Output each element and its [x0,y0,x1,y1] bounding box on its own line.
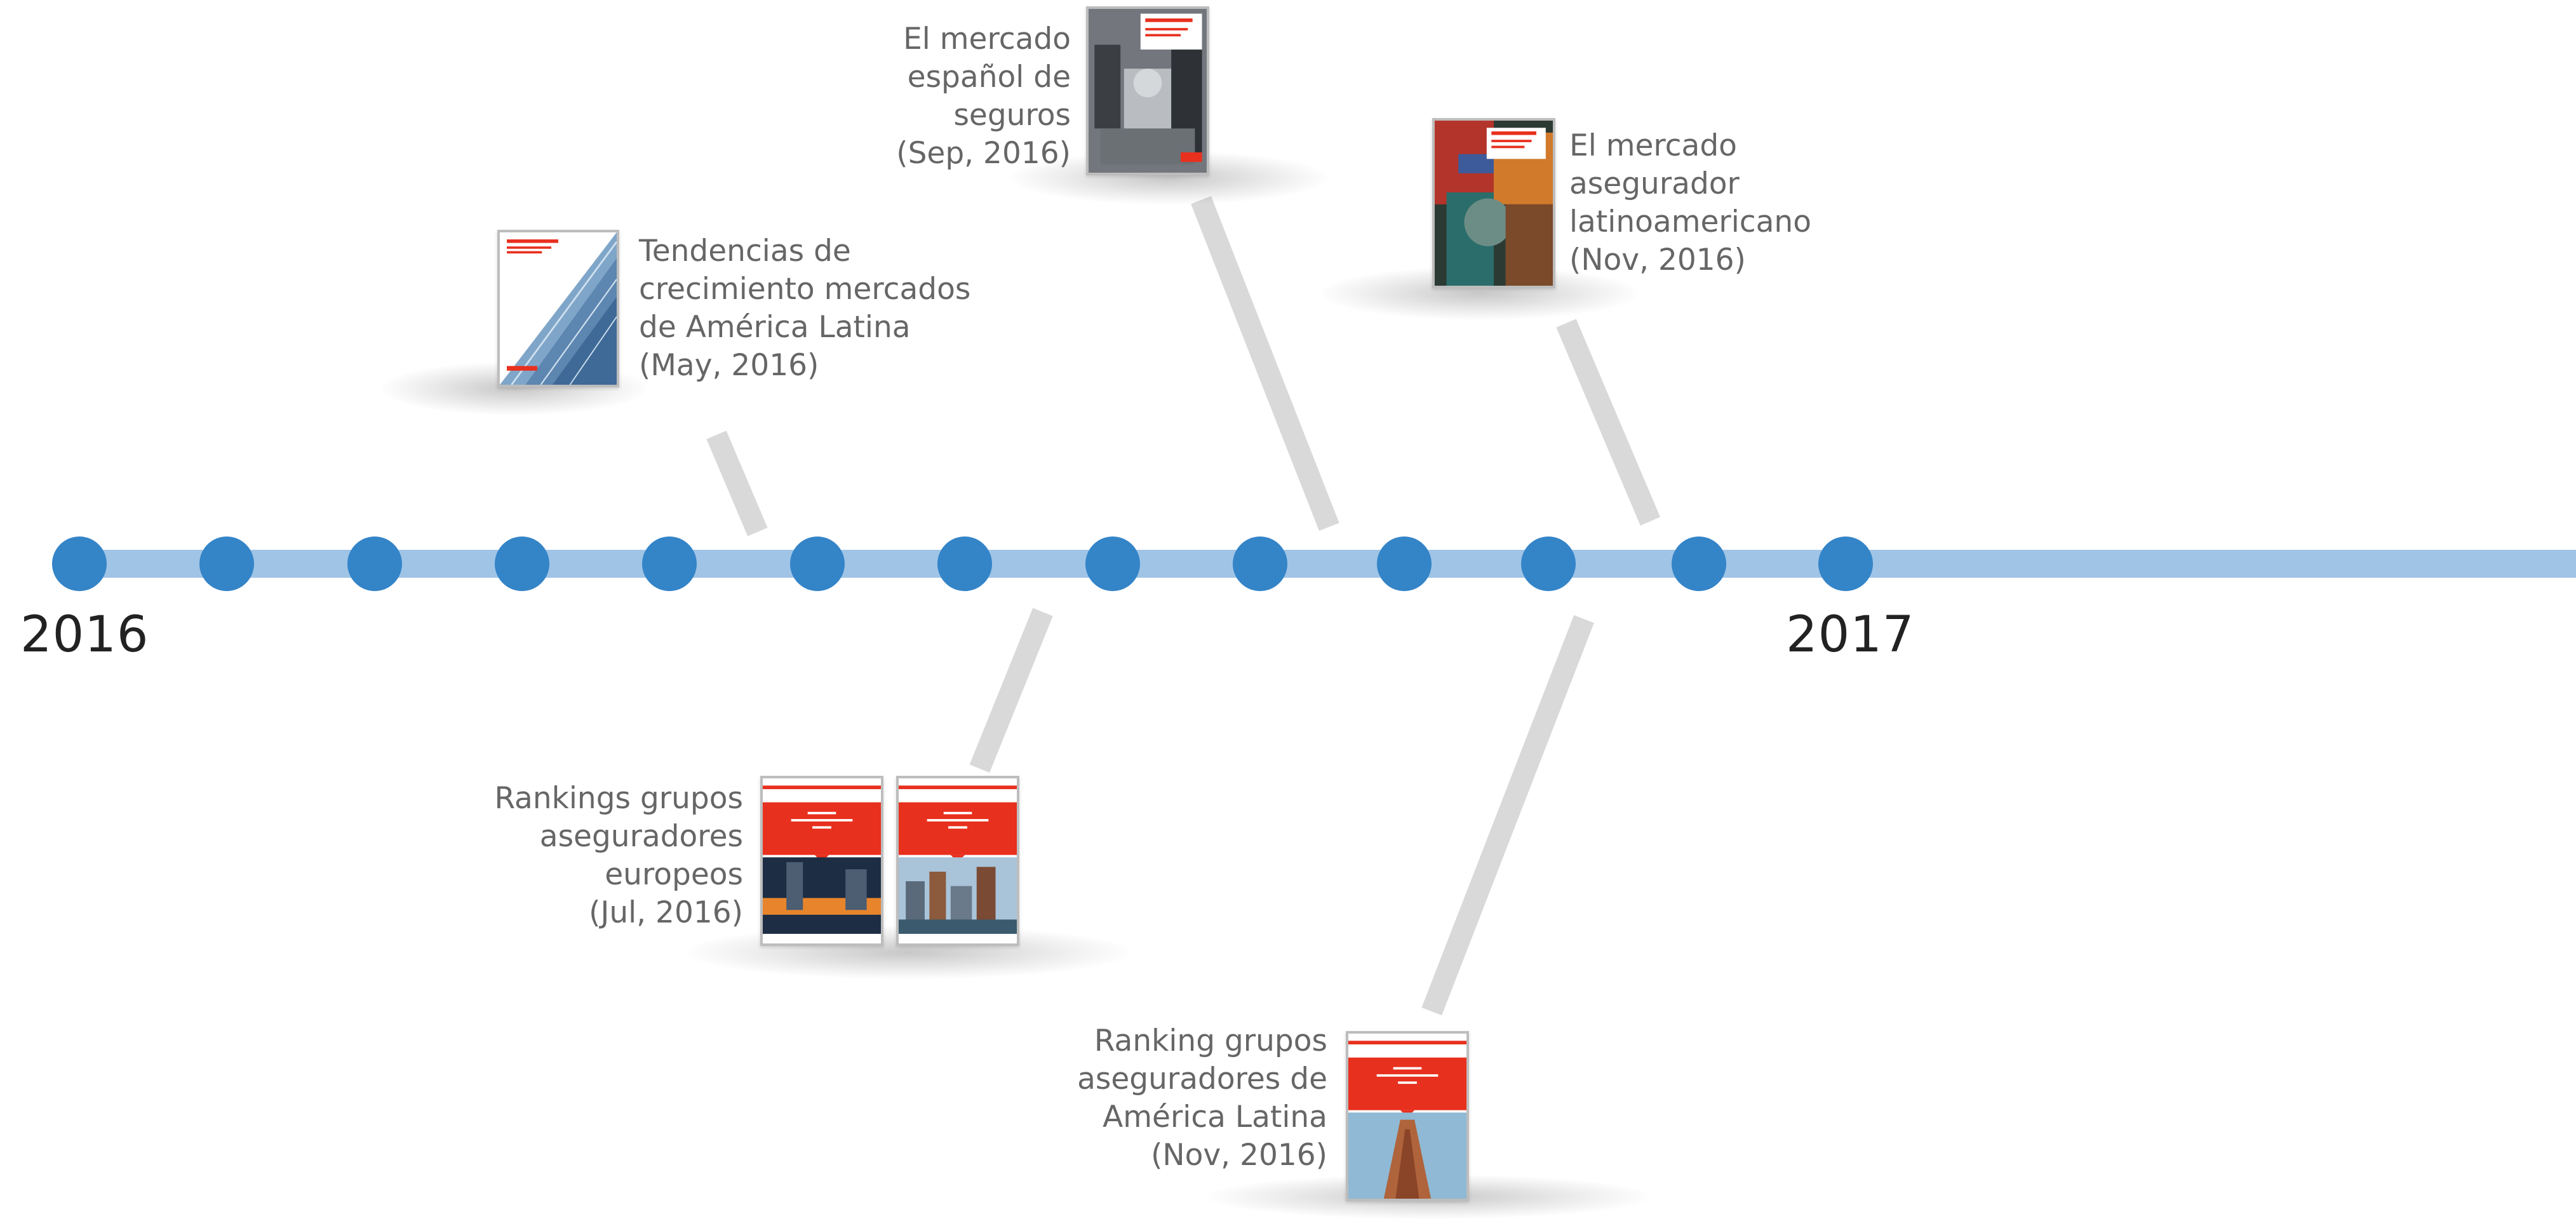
label-line: aseguradores [539,819,743,854]
timeline-dot-1 [52,536,107,591]
cover-latinoamericano[interactable] [1432,118,1555,288]
label-line: El mercado [1569,128,1737,163]
connector-mercado-espanol [1191,196,1339,531]
label-rankings-europeos: Rankings grupos aseguradores europeos (J… [445,780,743,932]
label-ranking-latam: Ranking grupos aseguradores de América L… [1016,1022,1327,1175]
cover-rankings-europeos-2[interactable] [896,776,1019,946]
timeline-dot-12 [1672,536,1726,591]
timeline-dot-8 [1085,536,1140,591]
label-line: América Latina [1103,1100,1327,1135]
label-line: español de [907,60,1071,95]
timeline-dot-10 [1377,536,1432,591]
label-line: Rankings grupos [494,781,743,816]
timeline-dot-9 [1233,536,1287,591]
label-tendencias: Tendencias de crecimiento mercados de Am… [639,232,970,385]
label-line: asegurador [1569,166,1740,201]
label-line: europeos [605,857,743,892]
timeline-dot-4 [495,536,549,591]
label-line: crecimiento mercados [639,272,971,307]
label-line: (May, 2016) [639,348,819,383]
label-line: (Sep, 2016) [896,136,1071,171]
label-line: seguros [953,98,1071,133]
timeline-dot-3 [347,536,402,591]
label-line: Tendencias de [639,234,851,269]
label-line: (Nov, 2016) [1151,1138,1327,1173]
year-label-2016: 2016 [20,606,149,663]
connector-rankings-europeos [969,608,1053,773]
cover-ranking-latam[interactable] [1346,1031,1469,1201]
connector-tendencias [706,430,768,536]
label-line: aseguradores de [1077,1062,1327,1096]
label-line: latinoamericano [1569,204,1811,239]
connector-ranking-latam [1421,615,1594,1016]
label-latinoamericano: El mercado asegurador latinoamericano (N… [1569,127,1811,279]
cover-mercado-espanol[interactable] [1086,6,1209,175]
label-line: Ranking grupos [1094,1023,1327,1058]
cover-rankings-europeos-1[interactable] [760,776,883,946]
timeline-dot-6 [790,536,845,591]
year-label-2017: 2017 [1786,606,1915,663]
label-line: El mercado [903,22,1071,57]
cover-tendencias[interactable] [497,230,619,387]
timeline-dot-2 [199,536,254,591]
label-mercado-espanol: El mercado español de seguros (Sep, 2016… [851,20,1071,173]
timeline-dot-11 [1521,536,1576,591]
label-line: (Nov, 2016) [1569,243,1746,277]
label-line: (Jul, 2016) [589,895,743,930]
connector-latinoamericano [1556,319,1661,526]
label-line: de América Latina [639,310,911,345]
timeline-dot-13 [1818,536,1873,591]
timeline-track [76,550,2576,578]
timeline-dot-5 [642,536,697,591]
timeline-dot-7 [937,536,992,591]
